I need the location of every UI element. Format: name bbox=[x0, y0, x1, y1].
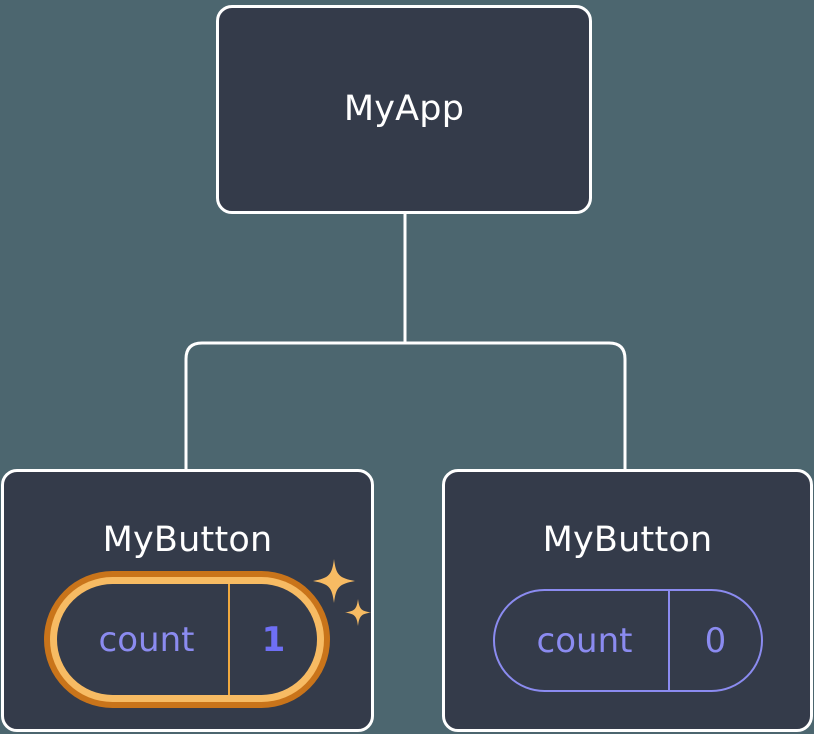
state-value-label: 1 bbox=[228, 584, 317, 695]
state-pill-highlighted[interactable]: count 1 bbox=[44, 559, 371, 708]
state-pill-body: count 0 bbox=[493, 589, 763, 692]
state-pill-outer-ring: count 1 bbox=[44, 571, 330, 708]
child-node-right-title: MyButton bbox=[542, 520, 713, 560]
state-value-label: 0 bbox=[668, 591, 761, 690]
root-node[interactable]: MyApp bbox=[216, 5, 592, 214]
child-node-left-title: MyButton bbox=[102, 520, 273, 560]
state-key-label: count bbox=[98, 619, 195, 660]
state-pill-inner-ring: count 1 bbox=[50, 577, 324, 702]
root-node-title: MyApp bbox=[343, 89, 465, 129]
state-pill-plain[interactable]: count 0 bbox=[493, 589, 763, 692]
state-pill-body: count 1 bbox=[57, 584, 317, 695]
state-key-label: count bbox=[536, 620, 633, 661]
